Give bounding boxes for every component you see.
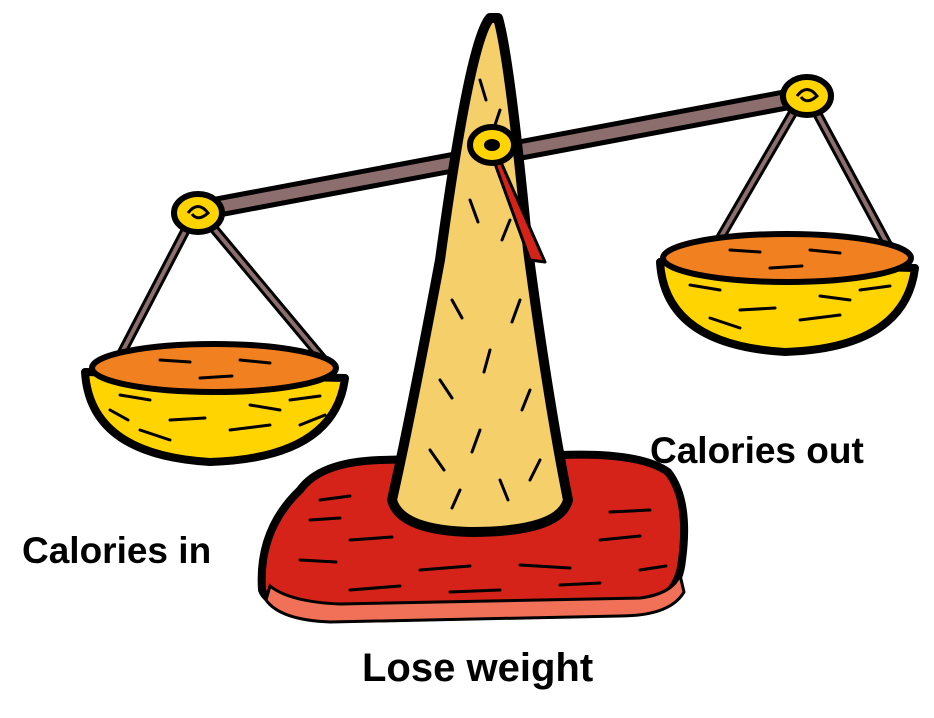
right-pan bbox=[660, 234, 915, 352]
calories-in-label: Calories in bbox=[22, 532, 211, 569]
right-pan-strings bbox=[712, 104, 888, 252]
calories-out-label: Calories out bbox=[650, 432, 864, 469]
lose-weight-label: Lose weight bbox=[362, 648, 593, 688]
left-pivot bbox=[174, 194, 222, 232]
scale-post bbox=[392, 18, 568, 532]
left-pan bbox=[85, 344, 345, 462]
center-pivot bbox=[470, 127, 514, 163]
right-pivot bbox=[783, 77, 831, 115]
left-pan-strings bbox=[118, 218, 322, 360]
